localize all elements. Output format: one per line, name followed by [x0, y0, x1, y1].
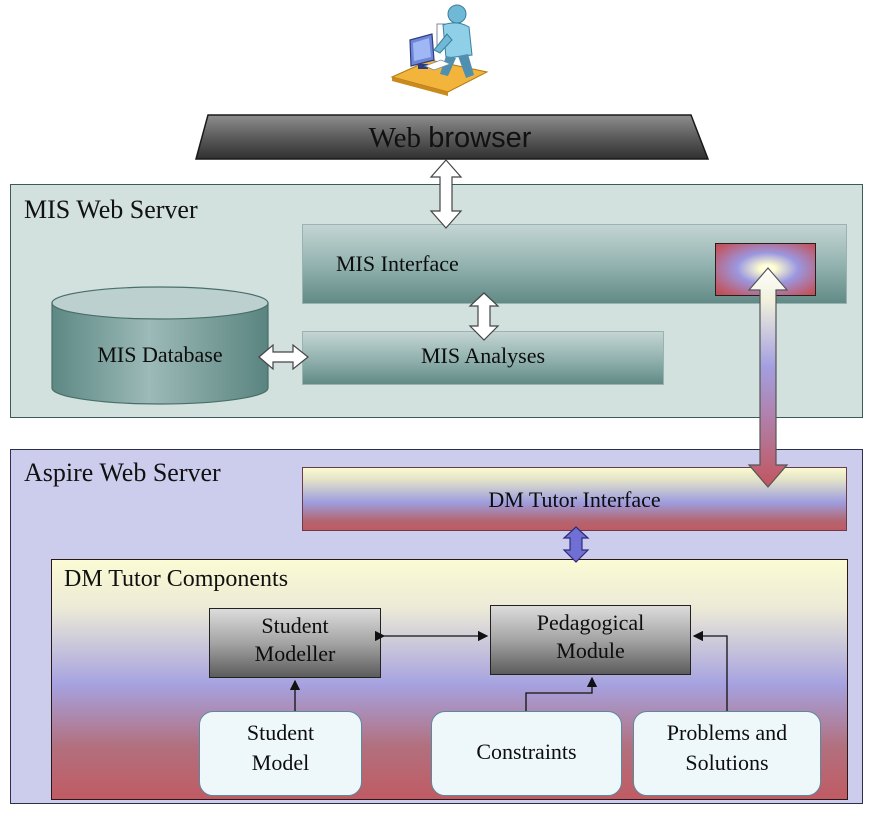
web-browser-label: Web browser [368, 122, 532, 154]
student-modeller-box [209, 608, 381, 678]
student-modeller-label: Student Modeller [209, 612, 381, 668]
browser-mis-interface-arrow [429, 159, 463, 229]
dm-tutor-interface-box [302, 467, 847, 531]
student-model-box [199, 711, 362, 796]
interface-analyses-arrow [468, 292, 500, 341]
problems-solutions-line-2: Solutions [685, 750, 769, 775]
mis-analyses-label: MIS Analyses [420, 343, 546, 368]
student-model-line-1: Student [246, 720, 315, 745]
web-browser-bar [195, 114, 710, 160]
problems-solutions-line-1: Problems and [666, 720, 788, 745]
mis-web-server-title: MIS Web Server [24, 195, 198, 224]
problems-solutions-label: Problems and Solutions [633, 718, 821, 778]
aspire-web-server-title: Aspire Web Server [24, 458, 221, 487]
constraints-label: Constraints [476, 739, 577, 764]
mis-interface-label: MIS Interface [336, 251, 459, 276]
pedagogical-module-label: Pedagogical Module [490, 609, 691, 665]
student-modeller-line-1: Student [261, 613, 329, 638]
dm-tutor-components-title: DM Tutor Components [64, 566, 289, 592]
mis-to-tutor-long-arrow [747, 267, 789, 488]
mis-database-label: MIS Database [97, 342, 223, 367]
user-at-computer-icon [390, 4, 489, 96]
pedagogical-module-line-2: Module [556, 638, 625, 663]
student-model-label: Student Model [199, 718, 362, 778]
database-analyses-arrow [258, 343, 309, 371]
constraints-box [431, 711, 622, 796]
problems-to-pedagogical-connector [692, 630, 728, 711]
pedagogical-module-line-1: Pedagogical [536, 610, 645, 635]
interface-components-arrow [562, 526, 590, 563]
mis-database-cylinder [51, 286, 269, 405]
constraints-to-pedagogical-connector [525, 676, 598, 711]
pedagogical-module-box [490, 605, 691, 675]
header-graphics [195, 4, 710, 160]
problems-solutions-box [633, 711, 821, 796]
student-modeller-line-2: Modeller [254, 641, 336, 666]
student-model-line-2: Model [251, 750, 310, 775]
dm-tutor-interface-label: DM Tutor Interface [488, 487, 661, 512]
